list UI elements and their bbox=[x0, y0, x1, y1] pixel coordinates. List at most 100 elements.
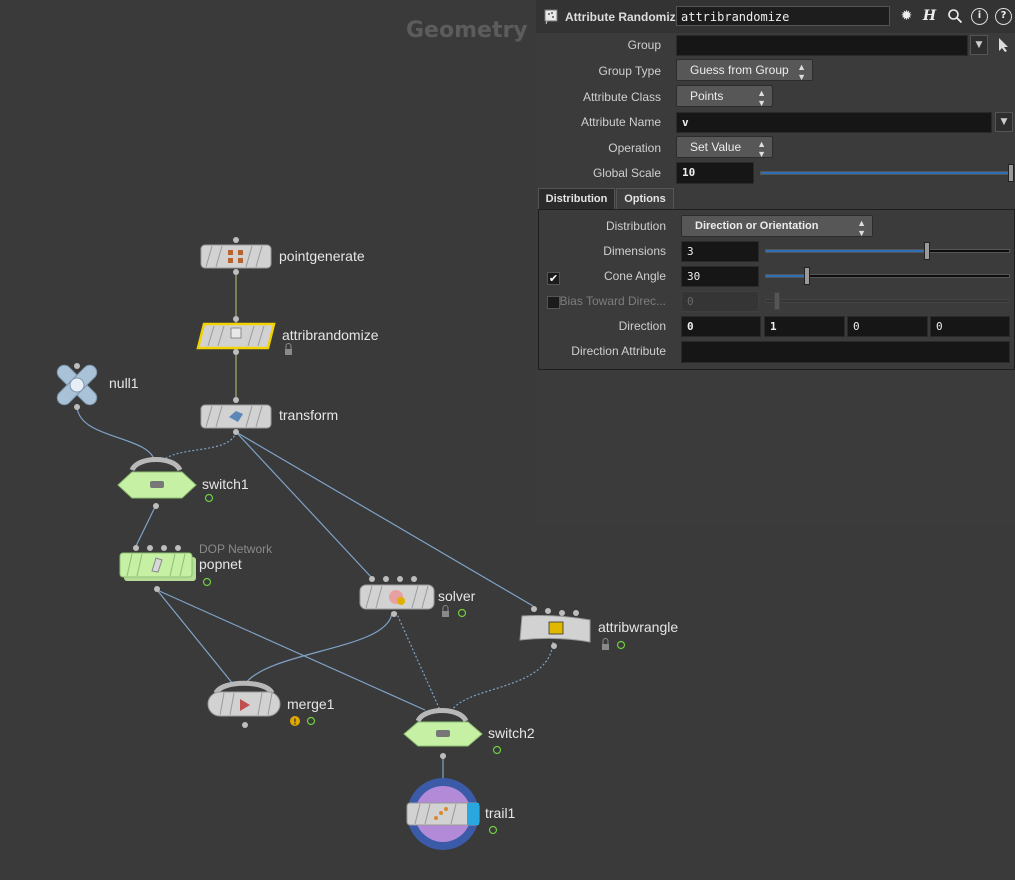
menu-updown-icon: ▲▼ bbox=[757, 139, 766, 159]
operation-value: Set Value bbox=[690, 140, 742, 154]
wire-switch1-popnet bbox=[135, 504, 157, 547]
dimensions-field[interactable]: 3 bbox=[681, 241, 759, 262]
node-trail1-shape bbox=[406, 778, 480, 850]
node-solver-shape bbox=[359, 576, 435, 617]
wire-solver-merge1 bbox=[244, 611, 393, 685]
direction-z-field[interactable]: 0 bbox=[847, 316, 928, 337]
bias-toward-direction-label: Bias Toward Direc... bbox=[559, 294, 666, 308]
node-attribwrangle[interactable]: attribwrangle bbox=[598, 619, 679, 635]
status-flags: ! bbox=[202, 343, 626, 835]
tab-distribution[interactable]: Distribution bbox=[538, 188, 615, 209]
direction-x-field[interactable]: 0 bbox=[681, 316, 761, 337]
search-icon[interactable] bbox=[946, 8, 963, 25]
direction-attribute-field[interactable] bbox=[681, 341, 1010, 363]
bias-toward-direction-field: 0 bbox=[681, 291, 759, 312]
wire-attribwrangle-switch2 bbox=[451, 641, 554, 711]
cone-angle-toggle[interactable]: ✔ bbox=[547, 272, 560, 285]
wire-popnet-merge1 bbox=[156, 589, 234, 685]
wire-transform-solver bbox=[235, 431, 373, 579]
menu-updown-icon: ▲▼ bbox=[757, 88, 766, 108]
distribution-label: Distribution bbox=[605, 219, 666, 233]
distribution-menu[interactable]: Direction or Orientation ▲▼ bbox=[681, 215, 873, 238]
group-type-value: Guess from Group bbox=[690, 63, 789, 77]
global-scale-label: Global Scale bbox=[592, 166, 661, 180]
node-solver[interactable]: solver bbox=[438, 588, 476, 604]
node-merge1-shape bbox=[207, 680, 281, 728]
global-scale-slider-handle[interactable] bbox=[1008, 164, 1014, 182]
node-switch2[interactable]: switch2 bbox=[488, 725, 535, 741]
node-switch2-shape bbox=[403, 708, 483, 759]
operation-menu[interactable]: Set Value ▲▼ bbox=[676, 136, 773, 159]
menu-updown-icon: ▲▼ bbox=[797, 62, 806, 82]
dimensions-label: Dimensions bbox=[603, 244, 666, 258]
panel-header: Attribute Randomize attribrandomize ✹ H … bbox=[536, 0, 1015, 33]
select-arrow-icon[interactable] bbox=[997, 37, 1011, 53]
cone-angle-field[interactable]: 30 bbox=[681, 266, 759, 287]
group-type-menu[interactable]: Guess from Group ▲▼ bbox=[676, 59, 813, 82]
wire-popnet-switch2 bbox=[156, 589, 426, 711]
help-icon[interactable]: ? bbox=[995, 8, 1012, 25]
attribute-class-label: Attribute Class bbox=[582, 90, 661, 104]
direction-label: Direction bbox=[618, 319, 666, 333]
group-label: Group bbox=[627, 38, 661, 52]
attribute-name-field[interactable]: v bbox=[676, 112, 992, 133]
node-switch1[interactable]: switch1 bbox=[202, 476, 249, 492]
node-null1-shape bbox=[56, 363, 98, 410]
cone-angle-label: Cone Angle bbox=[603, 269, 666, 283]
direction-y-field[interactable]: 1 bbox=[764, 316, 845, 337]
node-pointgenerate[interactable]: pointgenerate bbox=[279, 248, 365, 264]
context-title: Geometry bbox=[406, 18, 528, 43]
distribution-tab-panel: Distribution Direction or Orientation▲▼ … bbox=[538, 209, 1015, 370]
wire-transform-switch1 bbox=[161, 431, 237, 463]
cone-angle-slider-fill bbox=[766, 275, 807, 277]
attribute-name-dropdown-button[interactable]: ▼ bbox=[995, 112, 1013, 132]
menu-updown-icon: ▲▼ bbox=[857, 218, 866, 238]
cone-angle-slider-handle[interactable] bbox=[804, 267, 810, 285]
node-switch1-shape bbox=[117, 457, 197, 509]
node-transform[interactable]: transform bbox=[279, 407, 339, 423]
node-type-text: Attribute Randomize bbox=[565, 10, 683, 24]
node-attribwrangle-shape bbox=[519, 606, 591, 649]
bias-slider-handle bbox=[774, 292, 780, 310]
info-icon[interactable]: i bbox=[971, 8, 988, 25]
node-type-label: Attribute Randomize bbox=[544, 7, 682, 27]
node-transform-shape bbox=[200, 397, 272, 435]
global-scale-slider[interactable] bbox=[760, 164, 1014, 182]
operation-label: Operation bbox=[608, 141, 661, 155]
svg-text:!: ! bbox=[293, 718, 297, 727]
wire-transform-attribwrangle bbox=[235, 431, 534, 607]
houdini-h-icon[interactable]: H bbox=[922, 8, 937, 24]
group-dropdown-button[interactable]: ▼ bbox=[970, 35, 988, 55]
node-popnet-shape bbox=[119, 545, 196, 592]
dimensions-slider[interactable] bbox=[765, 242, 1010, 260]
direction-attribute-label: Direction Attribute bbox=[571, 344, 666, 358]
group-field[interactable] bbox=[676, 35, 968, 56]
distribution-value: Direction or Orientation bbox=[695, 220, 819, 232]
node-attribrandomize-shape bbox=[196, 316, 276, 355]
node-popnet[interactable]: popnet bbox=[199, 556, 242, 572]
node-trail1[interactable]: trail1 bbox=[485, 805, 516, 821]
dimensions-slider-handle[interactable] bbox=[924, 242, 930, 260]
attribute-class-value: Points bbox=[690, 89, 724, 103]
node-null1[interactable]: null1 bbox=[109, 375, 139, 391]
node-merge1[interactable]: merge1 bbox=[287, 696, 335, 712]
global-scale-field[interactable]: 10 bbox=[676, 162, 754, 184]
tab-options[interactable]: Options bbox=[616, 188, 674, 209]
wire-solver-switch2 bbox=[395, 611, 441, 711]
node-popnet-subtitle: DOP Network bbox=[199, 542, 273, 556]
attribrandomize-icon bbox=[544, 9, 558, 25]
node-attribrandomize[interactable]: attribrandomize bbox=[282, 327, 379, 343]
dimensions-slider-fill bbox=[766, 250, 927, 252]
cone-angle-slider[interactable] bbox=[765, 267, 1010, 285]
global-scale-slider-fill bbox=[761, 172, 1011, 174]
bias-toward-direction-slider bbox=[765, 292, 1010, 310]
attribute-name-label: Attribute Name bbox=[580, 115, 661, 129]
bias-toward-direction-toggle[interactable] bbox=[547, 296, 560, 309]
direction-w-field[interactable]: 0 bbox=[930, 316, 1010, 337]
attribute-class-menu[interactable]: Points ▲▼ bbox=[676, 85, 773, 108]
gear-icon[interactable]: ✹ bbox=[900, 8, 913, 24]
node-pointgenerate-shape bbox=[200, 237, 272, 275]
node-name-field[interactable]: attribrandomize bbox=[676, 6, 890, 26]
